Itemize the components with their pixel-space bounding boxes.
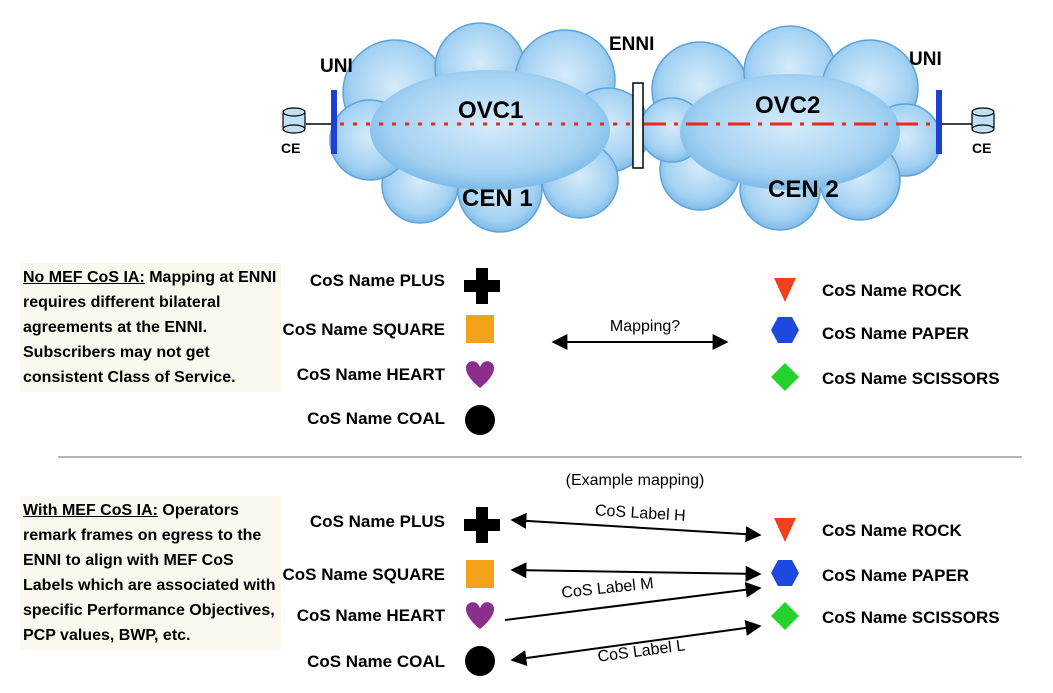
s2-cos-plus-label: CoS Name PLUS: [310, 512, 445, 531]
s1-square-icon: [466, 315, 494, 343]
ovc1-label: OVC1: [458, 97, 523, 124]
s1-description-heading: No MEF CoS IA:: [23, 269, 145, 286]
s1-cos-rock-label: CoS Name ROCK: [822, 281, 963, 300]
s1-scissors-icon: [771, 363, 799, 391]
s1-description: No MEF CoS IA: Mapping at ENNI requires …: [20, 263, 281, 392]
s2-example-title: (Example mapping): [566, 472, 705, 489]
s2-cos-coal-label: CoS Name COAL: [307, 652, 445, 671]
s2-description-heading: With MEF CoS IA:: [23, 502, 158, 519]
s2-paper-icon: [771, 560, 799, 586]
s2-plus-icon: [464, 507, 500, 543]
s1-heart-icon: [466, 361, 494, 388]
s2-arrow-heart-paper: [504, 581, 762, 621]
uni-left-bar: [331, 90, 337, 154]
ce-left-label: CE: [281, 140, 300, 156]
cen1-label: CEN 1: [462, 185, 533, 212]
s2-scissors-icon: [771, 602, 799, 630]
ce-right-icon: [971, 107, 995, 134]
s1-paper-icon: [771, 317, 799, 343]
s2-cos-scissors-label: CoS Name SCISSORS: [822, 608, 1000, 627]
uni-left-label: UNI: [320, 56, 353, 77]
s2-cos-paper-label: CoS Name PAPER: [822, 566, 969, 585]
s2-arrow-square-paper: [510, 562, 762, 582]
s2-cos-square-label: CoS Name SQUARE: [283, 565, 445, 584]
s2-cos-label-h: CoS Label H: [594, 502, 686, 525]
cen2-cloud: [639, 25, 942, 231]
s2-cos-heart-label: CoS Name HEART: [297, 606, 446, 625]
cen1-cloud: [329, 22, 651, 233]
s2-arrow-plus-rock: [510, 512, 762, 543]
uni-right-bar: [936, 90, 942, 154]
s1-cos-scissors-label: CoS Name SCISSORS: [822, 369, 1000, 388]
s2-description: With MEF CoS IA: Operators remark frames…: [20, 496, 281, 650]
s1-rock-icon: [774, 278, 796, 302]
s1-description-body: Mapping at ENNI requires different bilat…: [23, 269, 277, 386]
ce-right-label: CE: [972, 140, 991, 156]
ce-left-icon: [282, 107, 306, 134]
s2-cos-label-m: CoS Label M: [561, 575, 655, 602]
s1-plus-icon: [464, 268, 500, 304]
s2-arrow-coal-scissors: [510, 620, 762, 666]
s1-coal-icon: [465, 405, 495, 435]
enni-label: ENNI: [609, 34, 654, 55]
s1-cos-paper-label: CoS Name PAPER: [822, 324, 969, 343]
s2-description-body: Operators remark frames on egress to the…: [23, 502, 276, 644]
s2-rock-icon: [774, 518, 796, 542]
s1-mapping-label: Mapping?: [610, 318, 680, 335]
s2-coal-icon: [465, 646, 495, 676]
s1-cos-heart-label: CoS Name HEART: [297, 365, 446, 384]
s1-cos-plus-label: CoS Name PLUS: [310, 271, 445, 290]
enni-bar: [632, 82, 644, 169]
s1-cos-coal-label: CoS Name COAL: [307, 409, 445, 428]
uni-right-label: UNI: [909, 49, 942, 70]
cen2-label: CEN 2: [768, 176, 839, 203]
s2-cos-rock-label: CoS Name ROCK: [822, 521, 963, 540]
ovc2-label: OVC2: [755, 92, 820, 119]
s2-heart-icon: [466, 602, 494, 629]
s2-square-icon: [466, 560, 494, 588]
s1-cos-square-label: CoS Name SQUARE: [283, 320, 445, 339]
